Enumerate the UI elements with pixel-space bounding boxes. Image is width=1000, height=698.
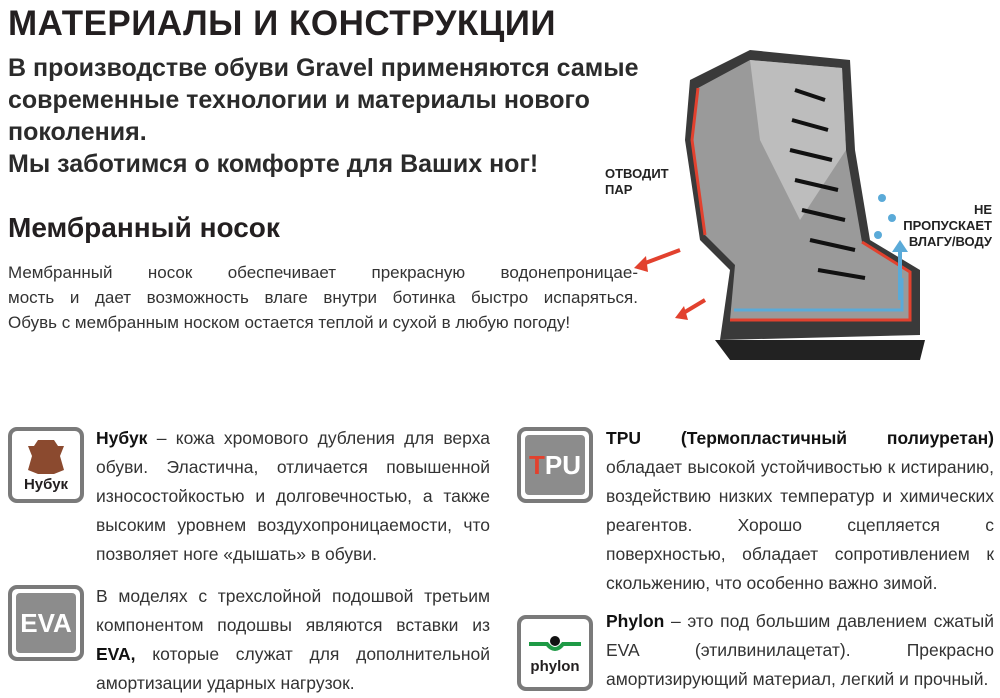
membrane-line: мость и дает возможность влаге внутри бо…	[8, 288, 638, 307]
water-drops-icon	[874, 194, 896, 239]
phylon-description: Phylon – это под большим давлением сжаты…	[606, 607, 994, 694]
intro-line: современные технологии и материалы новог…	[8, 86, 590, 146]
label-line: ВЛАГУ/ВОДУ	[908, 234, 992, 249]
label-water: НЕ ПРОПУСКАЕТ ВЛАГУ/ВОДУ	[896, 202, 992, 250]
page-title: МАТЕРИАЛЫ И КОНСТРУКЦИИ	[8, 4, 557, 43]
icon-label: Нубук	[23, 475, 69, 493]
material-name: TPU (Термопластичный полиуретан)	[606, 428, 994, 448]
icon-label: EVA	[16, 593, 76, 653]
icon-label-red: T	[528, 449, 545, 480]
membrane-text: Мембранный носок обеспечивает прекрасную…	[8, 260, 638, 335]
membrane-line: Обувь с мембранным носком остается тепло…	[8, 313, 571, 332]
label-line: ОТВОДИТ	[605, 166, 669, 181]
nubuck-description: Нубук – кожа хромового дубления для верх…	[96, 424, 490, 569]
label-line: НЕ	[973, 202, 992, 217]
membrane-line: Мембранный носок обеспечивает прекрасную…	[8, 263, 638, 282]
eva-description: В моделях с трехслойной подошвой третьим…	[96, 582, 490, 698]
intro-text: В производстве обуви Gravel применяются …	[8, 52, 648, 180]
label-vapor: ОТВОДИТ ПАР	[605, 166, 669, 198]
material-text: – кожа хромового дубления для верха обув…	[96, 428, 490, 564]
material-name: Phylon	[606, 611, 665, 631]
phylon-icon: phylon	[517, 615, 593, 691]
tpu-description: TPU (Термопластичный полиуретан) обладае…	[606, 424, 994, 598]
intro-line: Мы заботимся о комфорте для Ваших ног!	[8, 150, 539, 178]
intro-line: В производстве обуви Gravel применяются …	[8, 54, 639, 82]
material-text: – это под большим давлением сжатый EVA (…	[606, 611, 994, 689]
material-text: обладает высокой устойчивостью к истиран…	[606, 457, 994, 593]
material-name: EVA,	[96, 644, 136, 664]
material-text: которые служат для дополнительной аморти…	[96, 644, 490, 693]
boot-icon	[685, 50, 925, 360]
label-line: ПАР	[605, 182, 633, 197]
icon-label: PU	[544, 449, 581, 480]
label-line: ПРОПУСКАЕТ	[903, 218, 992, 233]
eva-icon: EVA	[8, 585, 84, 661]
leather-hide-icon	[28, 439, 64, 474]
material-name: Нубук	[96, 428, 148, 448]
nubuck-icon: Нубук	[8, 427, 84, 503]
boot-illustration	[634, 50, 925, 360]
material-text: В моделях с трехслойной подошвой третьим…	[96, 586, 490, 635]
icon-label: phylon	[530, 657, 580, 675]
membrane-heading: Мембранный носок	[8, 212, 280, 243]
phylon-logo-icon	[529, 635, 581, 651]
